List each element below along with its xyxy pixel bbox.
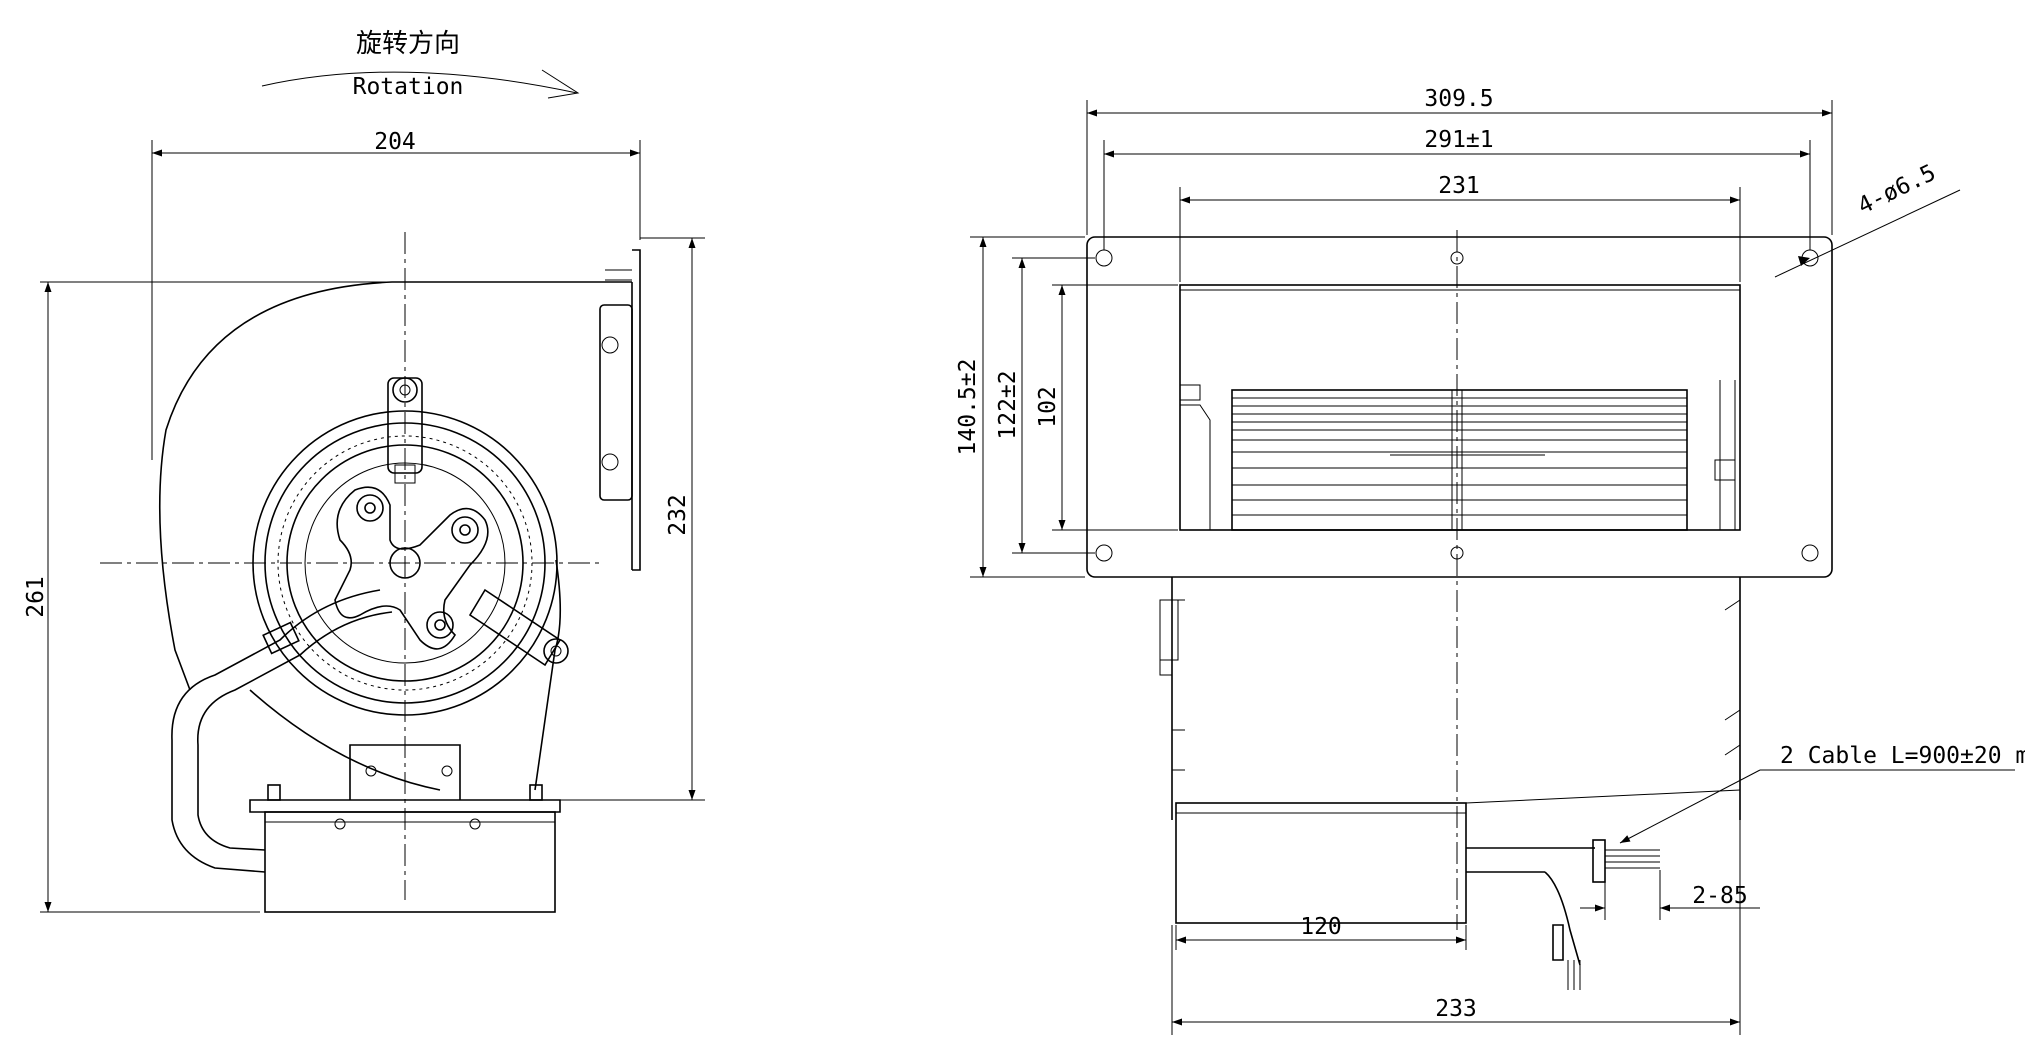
dim-outlet-width: 231 [1438, 173, 1480, 199]
dim-mount-holes: 4-ø6.5 [1854, 160, 1940, 220]
dim-lead-strip: 2-85 [1692, 883, 1747, 909]
rotation-label-cn: 旋转方向 [356, 29, 460, 59]
dim-hole-height: 122±2 [995, 370, 1021, 439]
side-view [100, 232, 641, 913]
dim-hole-spacing: 291±1 [1424, 127, 1493, 153]
dim-body-width: 233 [1435, 996, 1477, 1022]
rotation-indicator: 旋转方向 Rotation [261, 29, 580, 100]
dim-side-width: 204 [374, 129, 416, 155]
dim-outlet-height: 102 [1035, 386, 1061, 428]
dim-flange-height: 140.5±2 [955, 359, 981, 456]
dim-overall-width: 309.5 [1424, 86, 1493, 112]
dim-motor-length: 120 [1300, 914, 1342, 940]
front-view [1086, 230, 1833, 990]
dim-side-inner-height: 232 [665, 494, 691, 536]
side-view-dimensions: 204 261 232 [23, 129, 705, 913]
dim-side-height: 261 [23, 576, 49, 618]
rotation-arrow-icon [261, 71, 578, 94]
rotation-label-en: Rotation [353, 74, 464, 100]
cable-note: 2 Cable L=900±20 mm [1780, 743, 2025, 769]
front-view-dimensions: 309.5 291±1 231 4-ø6.5 140.5±2 122±2 102 [955, 86, 2025, 1035]
